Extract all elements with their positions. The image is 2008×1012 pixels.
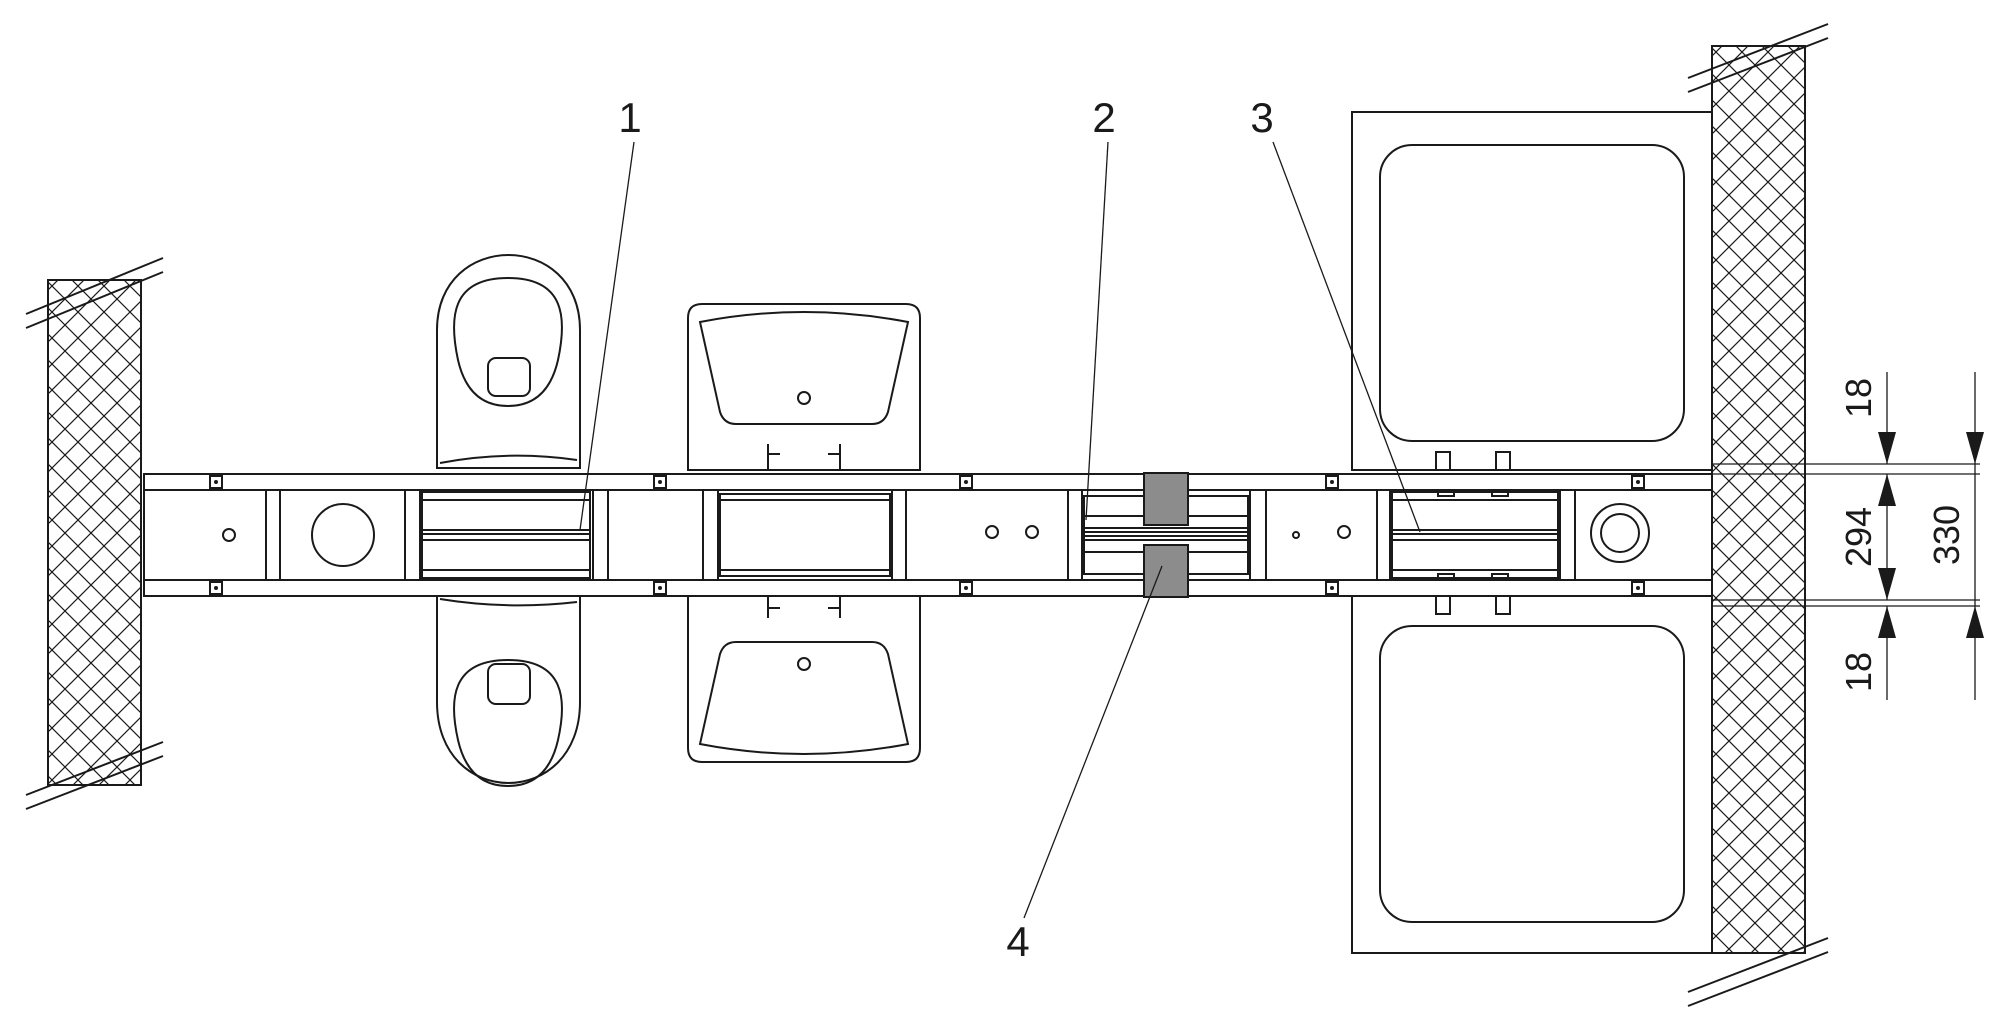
callout-2: 2 bbox=[1092, 94, 1115, 141]
module-3 bbox=[1391, 489, 1559, 581]
arrow-down bbox=[1878, 432, 1896, 464]
callout-4: 4 bbox=[1006, 918, 1029, 965]
callout-1: 1 bbox=[618, 94, 641, 141]
callout-3: 3 bbox=[1250, 94, 1273, 141]
floor-drain bbox=[1590, 503, 1650, 563]
module-1 bbox=[421, 491, 591, 579]
frame-posts bbox=[265, 490, 1576, 580]
right-wall bbox=[1687, 23, 1829, 1007]
arrow-up bbox=[1878, 474, 1896, 506]
dimension-lines bbox=[1712, 372, 1984, 700]
left-wall bbox=[25, 257, 164, 810]
arrow-down bbox=[1878, 568, 1896, 600]
washbasin-bottom bbox=[687, 593, 921, 763]
arrow-down bbox=[1966, 432, 1984, 464]
mounting-frame bbox=[143, 472, 1713, 598]
wall-hung-toilet-top bbox=[436, 254, 581, 469]
shower-tray-bottom bbox=[1351, 595, 1713, 954]
arrow-up bbox=[1966, 606, 1984, 638]
shower-tray-top bbox=[1351, 111, 1713, 471]
connector-block-4 bbox=[1143, 472, 1189, 598]
callout-leaders bbox=[579, 141, 1421, 919]
arrow-up bbox=[1878, 606, 1896, 638]
washbasin-top bbox=[687, 303, 921, 471]
dimension-18-top: 18 bbox=[1838, 378, 1879, 418]
dimension-330: 330 bbox=[1926, 505, 1967, 565]
wall-hung-toilet-bottom bbox=[436, 593, 581, 788]
dimension-18-bottom: 18 bbox=[1838, 652, 1879, 692]
rail-bolts bbox=[209, 475, 1645, 595]
toilet-outlet bbox=[311, 503, 375, 567]
dimension-294: 294 bbox=[1838, 507, 1879, 567]
